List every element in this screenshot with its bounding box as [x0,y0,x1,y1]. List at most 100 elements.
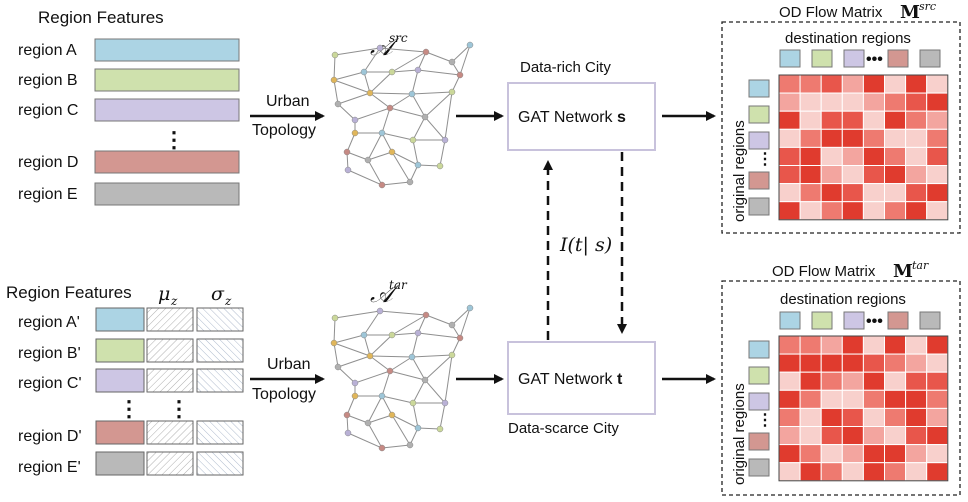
graph-edge [367,414,393,424]
od-cell [926,407,949,427]
destination-ellipsis: ••• [866,313,883,330]
graph-edge [354,370,391,384]
graph-edge [391,51,427,73]
od-cell [926,389,949,409]
target-feature-c [95,368,145,393]
od-cell [905,146,928,166]
origin-swatch [748,392,770,411]
graph-node [376,307,384,315]
od-cell [841,353,864,373]
od-cell [820,92,843,112]
target-destination-label: destination regions [780,291,906,308]
od-cell [778,74,801,94]
od-cell [820,407,843,427]
graph-edge [417,69,461,76]
target-feature-b [95,338,145,363]
graph-edge [459,307,471,339]
od-cell [841,444,864,464]
mu-cell-a [146,307,194,332]
destination-swatch [919,49,941,68]
graph-node [466,41,474,49]
od-cell [820,426,843,446]
od-cell [884,426,907,446]
graph-node [330,76,338,84]
graph-node [456,71,464,79]
graph-edge [381,395,414,404]
graph-edge [337,103,356,121]
gat-network-s-label: GAT Network s [518,109,626,126]
source-topology-label-1: Urban [266,93,310,110]
graph-edge [389,107,426,118]
od-cell [820,335,843,355]
feature-bar-c [94,98,240,122]
data-scarce-city-label: Data-scarce City [508,420,619,437]
od-cell [799,444,822,464]
od-cell [778,389,801,409]
region-label-a: region A [18,42,77,59]
graph-edge [363,47,381,73]
target-graph-label: 𝒜 tar [370,278,408,308]
sigma-cell-a [196,307,244,332]
od-cell [799,407,822,427]
od-cell [862,389,886,409]
od-cell [841,74,864,94]
mu-symbol: μ [158,283,170,305]
mutual-info-label: I(t| s) [559,234,612,256]
od-cell [862,444,886,464]
feature-bar-a [94,38,240,62]
sigma-cell-e [196,451,244,476]
target-origin-label: original regions [731,383,748,485]
graph-edge [381,444,411,449]
od-cell [799,165,822,185]
destination-swatch [887,311,909,330]
od-cell [905,183,928,203]
sigma-cell-b [196,338,244,363]
od-cell [926,128,949,148]
od-cell [926,165,949,185]
graph-edge [411,332,419,358]
od-cell [905,201,928,221]
od-cell [884,128,907,148]
graph-edge [411,91,453,95]
graph-node [441,399,449,407]
graph-node [343,148,351,156]
od-cell [841,165,864,185]
od-cell [820,110,843,130]
graph-edge [411,354,453,358]
destination-ellipsis: ••• [866,51,883,68]
graph-edge [381,370,391,397]
graph-node [351,129,359,137]
graph-edge [367,159,383,186]
graph-edge [333,71,365,81]
od-cell [905,371,928,391]
graph-edge [369,92,413,95]
sigma-cell-c [196,368,244,393]
graph-edge [424,379,446,404]
od-cell [905,444,928,464]
graph-node [388,331,396,339]
od-cell [862,110,886,130]
origin-swatch [748,366,770,385]
od-cell [778,146,801,166]
graph-node [448,321,456,329]
target-topology-label-1: Urban [267,356,311,373]
od-cell [799,371,822,391]
source-graph-label: 𝒜 src [370,31,408,61]
graph-edge [346,395,356,416]
destination-swatch [779,311,801,330]
origin-ellipsis: ⋮ [757,151,773,168]
graph-edge [381,181,411,186]
od-cell [799,110,822,130]
od-cell [778,407,801,427]
od-cell [778,444,801,464]
destination-swatch [779,49,801,68]
od-cell [778,110,801,130]
feature-bar-d [94,150,240,174]
region-label-b: region B [18,72,78,89]
origin-swatch [748,105,770,124]
od-cell [778,128,801,148]
target-feature-d [95,420,145,445]
graph-edge [363,334,371,357]
graph-edge [381,395,393,416]
origin-swatch [748,131,770,150]
